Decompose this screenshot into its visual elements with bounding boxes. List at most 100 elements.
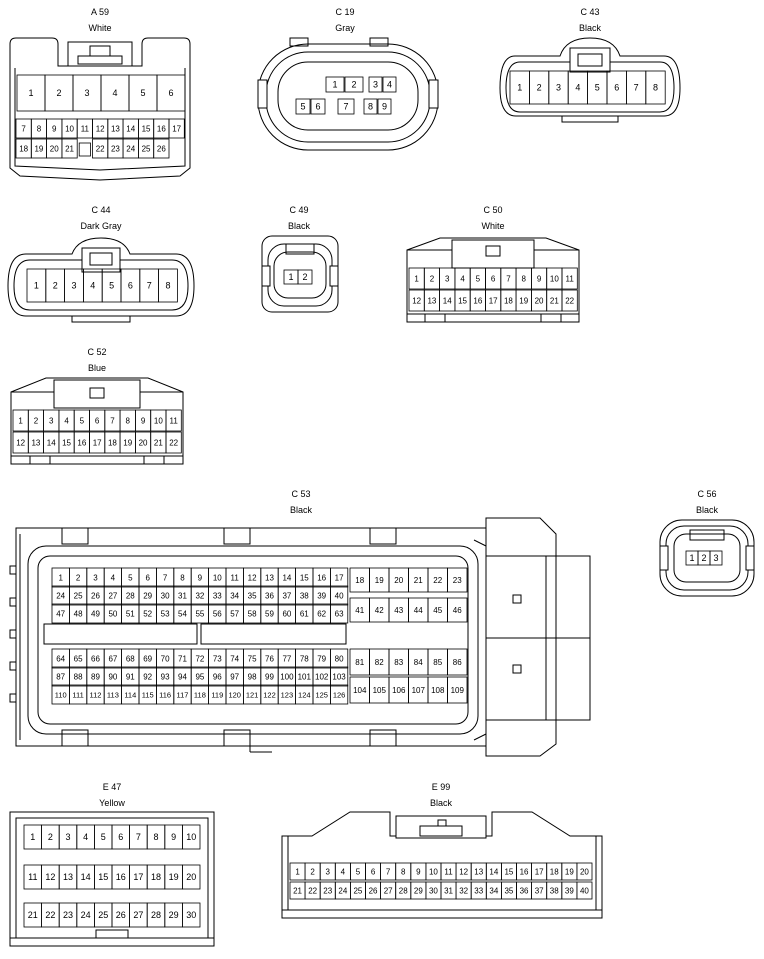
pin-label: 39 [317,592,326,601]
pin-label: 33 [213,592,222,601]
pin-label: 91 [126,673,135,682]
pin-cell-c50 [561,267,578,290]
pin-label: 19 [123,439,132,448]
pin-label: 4 [83,832,88,842]
pin-cell-a59 [153,138,170,159]
pin-label: 3 [373,80,378,90]
pin-label: 2 [48,832,53,842]
pin-cell-c19 [310,98,326,115]
pin-label: 35 [248,592,257,601]
pin-label: 10 [65,125,74,134]
pin-label: 86 [453,658,462,667]
pin-label: 4 [112,88,117,98]
pin-label: 2 [56,88,61,98]
pin-label: 22 [96,145,105,154]
pin-label: 31 [178,592,187,601]
pin-label: 23 [111,145,120,154]
pin-label: 12 [45,872,55,882]
pin-label: 25 [142,145,151,154]
pin-label: 17 [93,439,102,448]
pin-label: 113 [107,691,119,700]
pin-label: 19 [375,576,384,585]
pin-label: 4 [111,574,116,583]
pin-label: 96 [213,673,222,682]
pin-label: 30 [186,910,196,920]
pin-label: 23 [63,910,73,920]
pin-label: 77 [282,655,291,664]
pin-cell-c49 [297,269,313,285]
pin-label: 45 [433,606,442,615]
pin-cell-e47 [181,902,201,928]
pin-label: 32 [459,887,468,896]
pin-label: 50 [108,610,117,619]
pin-label: 49 [91,610,100,619]
connector-color-c50: White [481,221,504,231]
pin-label: 55 [195,610,204,619]
pin-label: 13 [31,439,40,448]
pin-label: 1 [414,275,419,284]
pin-label: 14 [489,868,498,877]
pin-label: 18 [19,145,28,154]
pin-label: 5 [80,417,85,426]
pin-label: 8 [653,83,658,93]
pin-cell-c19 [337,98,355,115]
connector-id-c53: C 53 [291,489,310,499]
pin-label: 99 [265,673,274,682]
pin-label: 7 [136,832,141,842]
pin-label: 6 [371,868,376,877]
pin-label: 80 [335,655,344,664]
pin-label: 30 [161,592,170,601]
pin-label: 21 [293,887,302,896]
pin-label: 115 [142,691,154,700]
pin-label: 16 [77,439,86,448]
pin-label: 17 [172,125,181,134]
connector-color-c53: Black [290,505,313,515]
pin-label: 21 [414,576,423,585]
pin-label: 7 [163,574,168,583]
pin-label: 16 [317,574,326,583]
connector-id-c50: C 50 [483,205,502,215]
pin-label: 14 [443,297,452,306]
pin-label: 26 [157,145,166,154]
pin-label: 2 [537,83,542,93]
pin-label: 14 [126,125,135,134]
pin-label: 9 [52,125,57,134]
pin-label: 11 [444,868,453,877]
pin-label: 2 [351,80,356,90]
pin-label: 61 [300,610,309,619]
pin-label: 52 [143,610,152,619]
pin-label: 25 [98,910,108,920]
pin-label: 10 [186,832,196,842]
pin-label: 51 [126,610,135,619]
pin-label: 13 [265,574,274,583]
pin-label: 119 [211,691,223,700]
pin-label: 2 [76,574,81,583]
pin-label: 12 [96,125,105,134]
pin-label: 5 [109,281,114,291]
pin-label: 110 [55,691,67,700]
pin-label: 6 [128,281,133,291]
pin-label: 16 [157,125,166,134]
pin-cell-e99 [576,881,593,900]
pin-label: 21 [65,145,74,154]
pin-label: 11 [565,275,574,284]
pin-label: 1 [30,832,35,842]
pin-cell-c19 [363,98,378,115]
pin-label: 9 [382,102,387,112]
pin-label: 6 [491,275,496,284]
pin-label: 83 [394,658,403,667]
pin-label: 6 [118,832,123,842]
pin-label: 74 [230,655,239,664]
pin-cell-c53 [329,567,349,588]
pin-label: 31 [444,887,453,896]
